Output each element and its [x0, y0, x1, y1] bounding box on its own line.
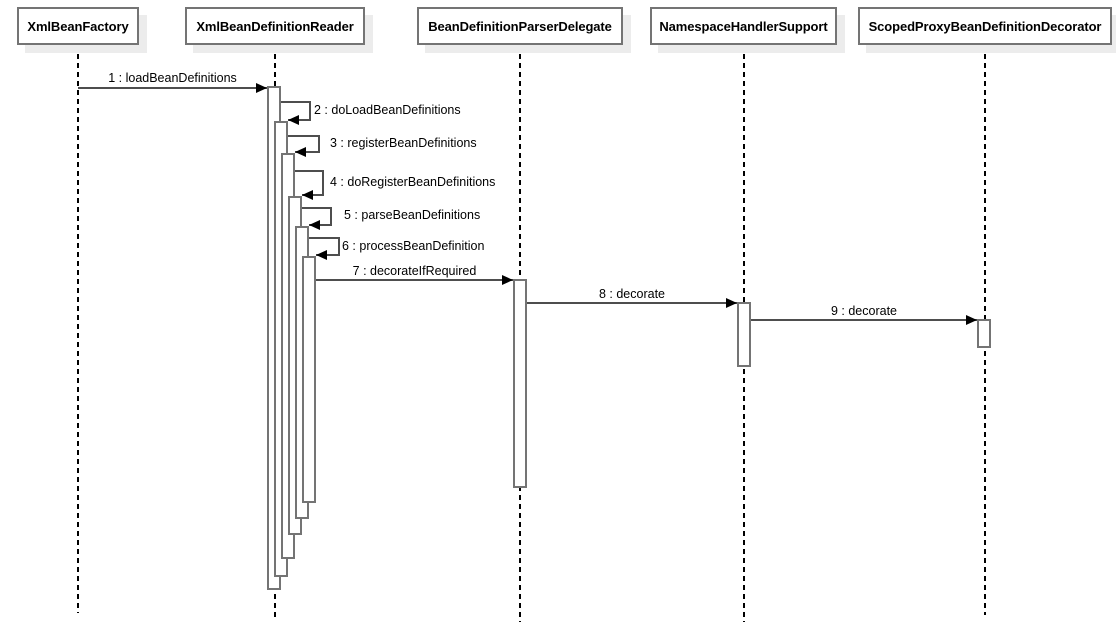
self-message-line-4 [302, 194, 324, 196]
message-line-9 [751, 319, 977, 321]
arrowhead-left-icon [316, 250, 327, 260]
self-message-line-3 [288, 135, 320, 137]
self-message-line-5 [302, 207, 332, 209]
participant-namespacehandlersupport: NamespaceHandlerSupport [650, 7, 837, 45]
activation-bar-6 [302, 256, 316, 503]
lifeline-xmlbeanfactory [77, 45, 79, 613]
participant-name: NamespaceHandlerSupport [659, 18, 828, 34]
participant-xmlbeanfactory: XmlBeanFactory [17, 7, 139, 45]
message-label-5: 5 : parseBeanDefinitions [344, 208, 481, 222]
arrowhead-right-icon [256, 83, 267, 93]
message-line-1 [78, 87, 267, 89]
message-line-8 [527, 302, 737, 304]
self-message-line-3 [318, 135, 320, 153]
activation-bar-parserdelegate [513, 279, 527, 488]
participant-beandefinitionparserdelegate: BeanDefinitionParserDelegate [417, 7, 623, 45]
activation-bar-scopedproxy [977, 319, 991, 348]
participant-scopedproxybeandefinitiondecorator: ScopedProxyBeanDefinitionDecorator [858, 7, 1112, 45]
self-message-line-6 [338, 237, 340, 256]
self-message-line-3 [295, 151, 320, 153]
message-label-4: 4 : doRegisterBeanDefinitions [330, 175, 496, 189]
self-message-line-6 [316, 254, 340, 256]
arrowhead-right-icon [726, 298, 737, 308]
message-label-2: 2 : doLoadBeanDefinitions [314, 103, 461, 117]
participant-name: XmlBeanDefinitionReader [196, 18, 354, 34]
arrowhead-left-icon [295, 147, 306, 157]
self-message-line-2 [281, 101, 311, 103]
participant-name: BeanDefinitionParserDelegate [428, 18, 612, 34]
self-message-line-5 [309, 224, 332, 226]
arrowhead-left-icon [309, 220, 320, 230]
activation-bar-namespacehandler [737, 302, 751, 367]
self-message-line-6 [309, 237, 340, 239]
self-message-line-5 [330, 207, 332, 226]
arrowhead-right-icon [502, 275, 513, 285]
message-label-6: 6 : processBeanDefinition [342, 239, 485, 253]
arrowhead-left-icon [302, 190, 313, 200]
self-message-line-4 [295, 170, 324, 172]
message-label-8: 8 : decorate [598, 287, 665, 301]
message-line-7 [316, 279, 513, 281]
message-label-7: 7 : decorateIfRequired [352, 264, 477, 278]
arrowhead-left-icon [288, 115, 299, 125]
self-message-line-4 [322, 170, 324, 196]
message-label-1: 1 : loadBeanDefinitions [108, 71, 237, 85]
message-label-9: 9 : decorate [830, 304, 897, 318]
participant-name: ScopedProxyBeanDefinitionDecorator [868, 18, 1102, 34]
message-label-3: 3 : registerBeanDefinitions [330, 136, 477, 150]
self-message-line-2 [288, 119, 311, 121]
arrowhead-right-icon [966, 315, 977, 325]
participant-xmlbeandefinitionreader: XmlBeanDefinitionReader [185, 7, 365, 45]
self-message-line-2 [309, 101, 311, 121]
participant-name: XmlBeanFactory [27, 18, 129, 34]
